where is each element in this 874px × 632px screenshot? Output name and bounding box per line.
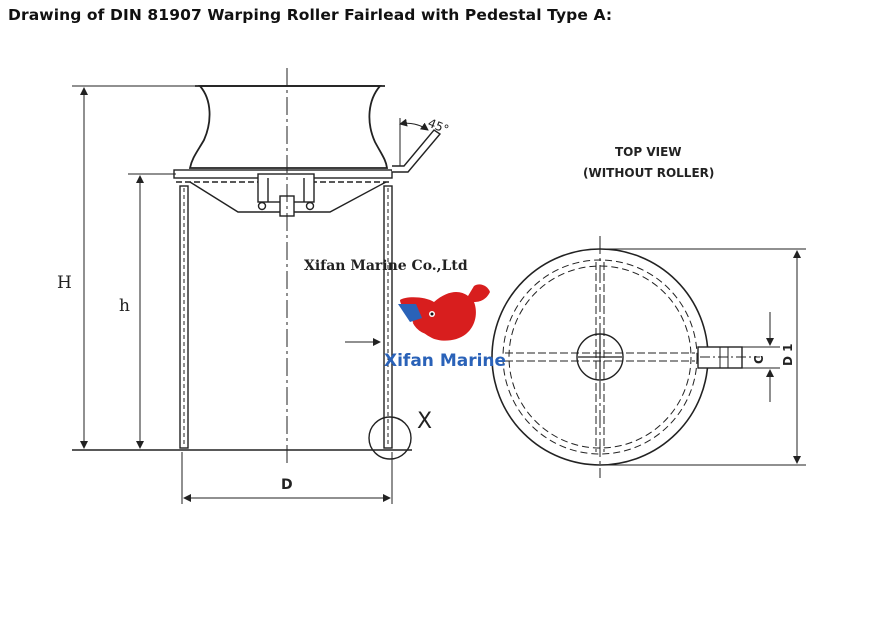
detail-x-circle <box>368 416 412 460</box>
dim-C-label: C <box>752 355 766 364</box>
lever <box>392 129 442 173</box>
top-view-subtitle: (WITHOUT ROLLER) <box>583 166 714 180</box>
roller <box>188 85 389 169</box>
dim-D-label: D <box>281 477 293 493</box>
dim-H-label: H <box>57 273 72 293</box>
side-view <box>72 68 442 504</box>
detail-x-label: X <box>417 409 432 434</box>
top-view-title: TOP VIEW <box>615 145 682 159</box>
dim-D1-label: D 1 <box>781 344 795 367</box>
top-view <box>491 236 806 478</box>
page-title: Drawing of DIN 81907 Warping Roller Fair… <box>8 6 613 24</box>
dim-h-label: h <box>119 296 130 316</box>
watermark-company: Xifan Marine Co.,Ltd <box>304 258 468 274</box>
angle-label: 45° <box>426 116 451 137</box>
watermark-logo-text: Xifan Marine <box>384 351 506 371</box>
xifan-logo <box>398 284 490 341</box>
